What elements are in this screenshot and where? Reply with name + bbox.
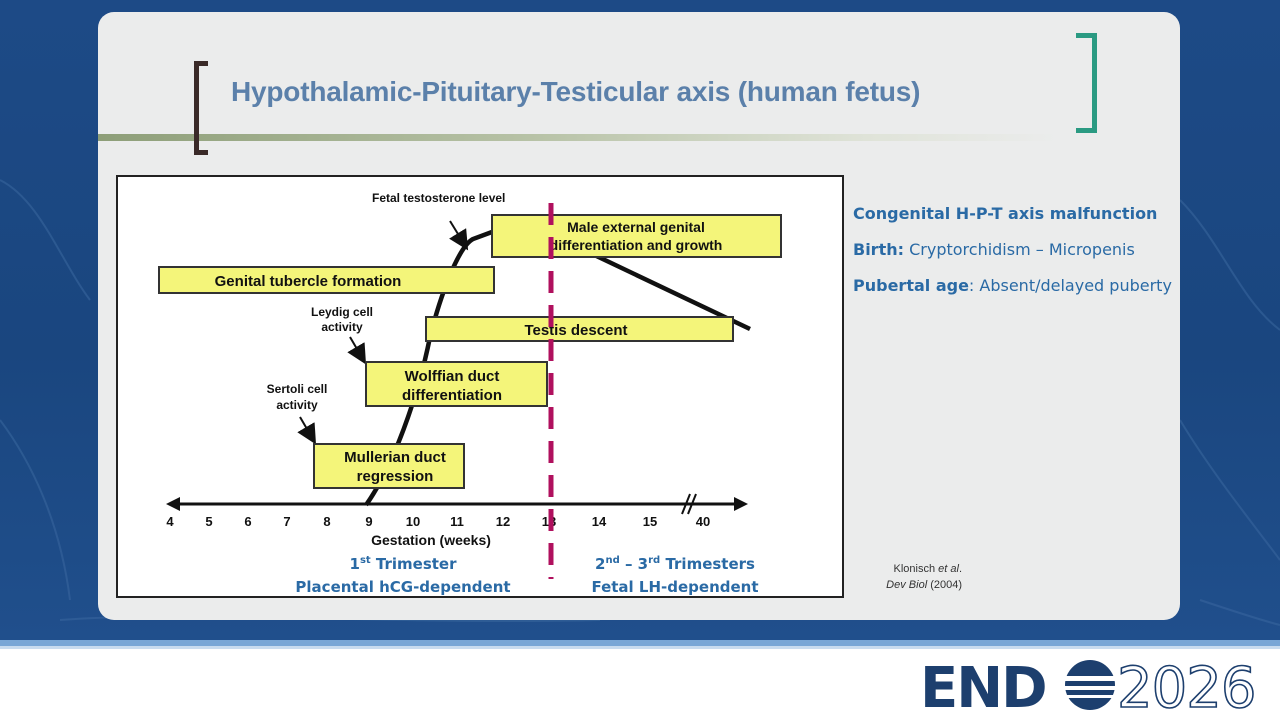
- curve-label-arrow: [449, 220, 469, 251]
- timeline-diagram: Male external genital differentiation an…: [158, 191, 782, 596]
- tick-12: 12: [496, 514, 510, 529]
- tick-15: 15: [643, 514, 657, 529]
- tick-7: 7: [283, 514, 290, 529]
- tick-40: 40: [696, 514, 710, 529]
- box-genital-tubercle: Genital tubercle formation: [158, 266, 495, 294]
- leydig-arrow: [347, 336, 367, 365]
- axis-break-mark-2: [687, 493, 697, 515]
- leydig-label-line2: activity: [321, 320, 363, 334]
- box-testis-descent: Testis descent: [425, 316, 734, 342]
- info-heading: Congenital H-P-T axis malfunction: [853, 204, 1158, 223]
- endo-2026-logo: END 2026: [920, 655, 1257, 715]
- tick-10: 10: [406, 514, 420, 529]
- tick-8: 8: [323, 514, 330, 529]
- tick-14: 14: [592, 514, 607, 529]
- pubertal-value: : Absent/delayed puberty: [968, 276, 1172, 295]
- hpt-timeline-figure: Male external genital differentiation an…: [116, 175, 844, 598]
- citation-authors: Klonisch et al.: [893, 563, 963, 575]
- sertoli-arrow: [297, 416, 317, 445]
- box-genital-tubercle-label: Genital tubercle formation: [215, 273, 402, 290]
- citation-journal: Dev Biol (2004): [886, 579, 962, 591]
- title-underline: [98, 134, 1058, 141]
- trimester2-title: 2nd – 3rd Trimesters: [595, 555, 755, 573]
- sertoli-label-line1: Sertoli cell: [267, 382, 328, 396]
- box-mullerian-line2: regression: [357, 468, 434, 485]
- globe-icon: [1060, 660, 1122, 710]
- footer-stripe-light: [0, 646, 1280, 649]
- box-male-external-line2: differentiation and growth: [550, 237, 723, 253]
- box-male-external-genital: Male external genital differentiation an…: [491, 214, 782, 258]
- trimester2-subtitle: Fetal LH-dependent: [591, 578, 758, 596]
- tick-5: 5: [205, 514, 212, 529]
- tick-11: 11: [450, 514, 464, 529]
- axis-break-mark-1: [681, 493, 691, 515]
- box-mullerian-line1: Mullerian duct: [344, 449, 446, 466]
- pubertal-label: Pubertal age: [853, 276, 969, 295]
- right-bracket-decoration: [1076, 33, 1097, 133]
- info-pubertal: Pubertal age: Absent/delayed puberty: [853, 276, 1172, 295]
- tick-9: 9: [365, 514, 372, 529]
- footer-stripe: [0, 640, 1280, 646]
- citation: Klonisch et al. Dev Biol (2004): [862, 561, 962, 593]
- axis-arrow-right: [734, 497, 748, 511]
- sertoli-label-line2: activity: [276, 398, 318, 412]
- tick-4: 4: [166, 514, 174, 529]
- birth-value: Cryptorchidism – Micropenis: [904, 240, 1135, 259]
- axis-arrow-left: [166, 497, 180, 511]
- info-birth: Birth: Cryptorchidism – Micropenis: [853, 240, 1135, 259]
- box-male-external-line1: Male external genital: [567, 219, 705, 235]
- tick-6: 6: [244, 514, 251, 529]
- curve-label: Fetal testosterone level: [372, 191, 505, 205]
- left-bracket-decoration: [194, 61, 208, 155]
- trimester1-subtitle: Placental hCG-dependent: [295, 578, 510, 596]
- leydig-label-line1: Leydig cell: [311, 305, 373, 319]
- box-wolffian-duct: Wolffian duct differentiation: [365, 361, 548, 407]
- trimester1-title: 1st Trimester: [350, 555, 458, 573]
- logo-word: END: [920, 656, 1046, 715]
- box-wolffian-line2: differentiation: [402, 387, 502, 404]
- birth-label: Birth:: [853, 240, 905, 259]
- box-wolffian-line1: Wolffian duct: [405, 368, 500, 385]
- gestation-axis-label: Gestation (weeks): [371, 532, 491, 548]
- box-testis-descent-label: Testis descent: [524, 322, 627, 339]
- axis-tick-labels: 4 5 6 7 8 9 10 11 12 13 14 15 40: [166, 514, 710, 529]
- box-mullerian-duct: Mullerian duct regression: [313, 443, 465, 489]
- slide-title: Hypothalamic-Pituitary-Testicular axis (…: [231, 76, 921, 107]
- logo-year: 2026: [1117, 656, 1256, 715]
